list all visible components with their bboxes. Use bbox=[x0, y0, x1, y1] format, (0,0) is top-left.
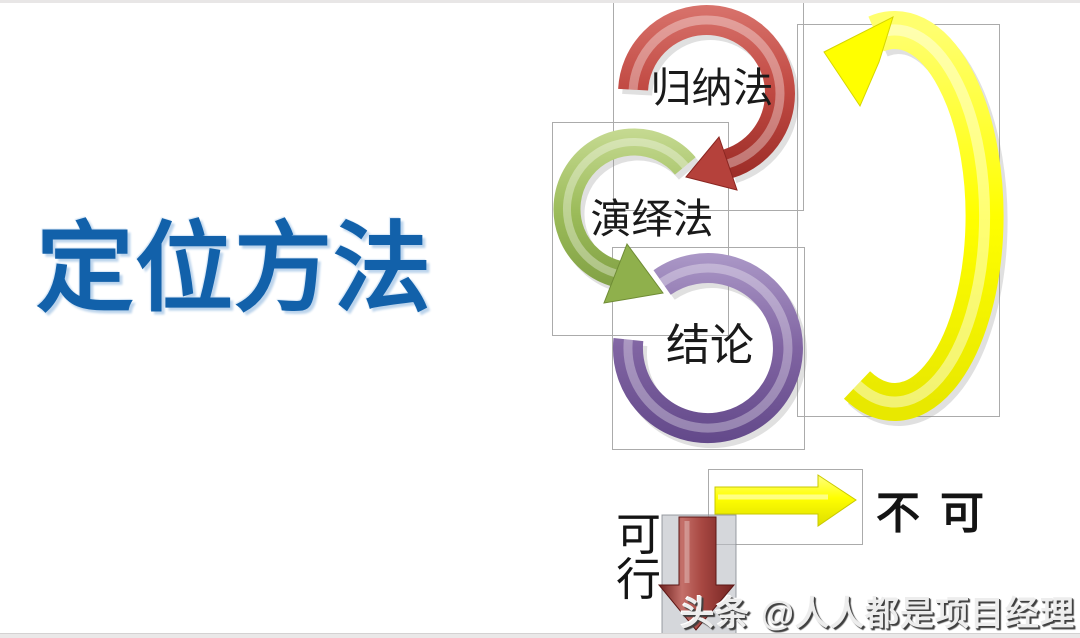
deduction-arrow-head bbox=[603, 242, 664, 304]
induction-ring bbox=[618, 5, 795, 191]
deduction-label: 演绎法 bbox=[590, 196, 714, 242]
loop-arrow-head bbox=[823, 16, 894, 108]
induction-label: 归纳法 bbox=[650, 65, 774, 111]
right-arrow bbox=[714, 474, 857, 527]
down-arrow bbox=[657, 516, 736, 631]
loop-arrow bbox=[823, 11, 1004, 421]
conclusion-ring bbox=[612, 253, 803, 444]
selection-box-right-arrow bbox=[708, 469, 863, 545]
slide-title: 定位方法 bbox=[36, 212, 433, 323]
deduction-ring bbox=[553, 128, 696, 304]
selection-box-deduction bbox=[552, 122, 729, 336]
selection-box-conclusion bbox=[612, 247, 805, 450]
feasible-label: 可 行 bbox=[616, 509, 662, 605]
induction-arrow-head bbox=[685, 135, 738, 191]
watermark-text: 头条 @人人都是项目经理 bbox=[680, 595, 1075, 633]
top-edge-strip bbox=[0, 0, 1080, 3]
bottom-edge-strip bbox=[0, 633, 1080, 638]
selection-box-induction bbox=[613, 0, 804, 211]
not-feasible-label: 不可 bbox=[876, 489, 1004, 538]
conclusion-label: 结论 bbox=[666, 321, 754, 370]
